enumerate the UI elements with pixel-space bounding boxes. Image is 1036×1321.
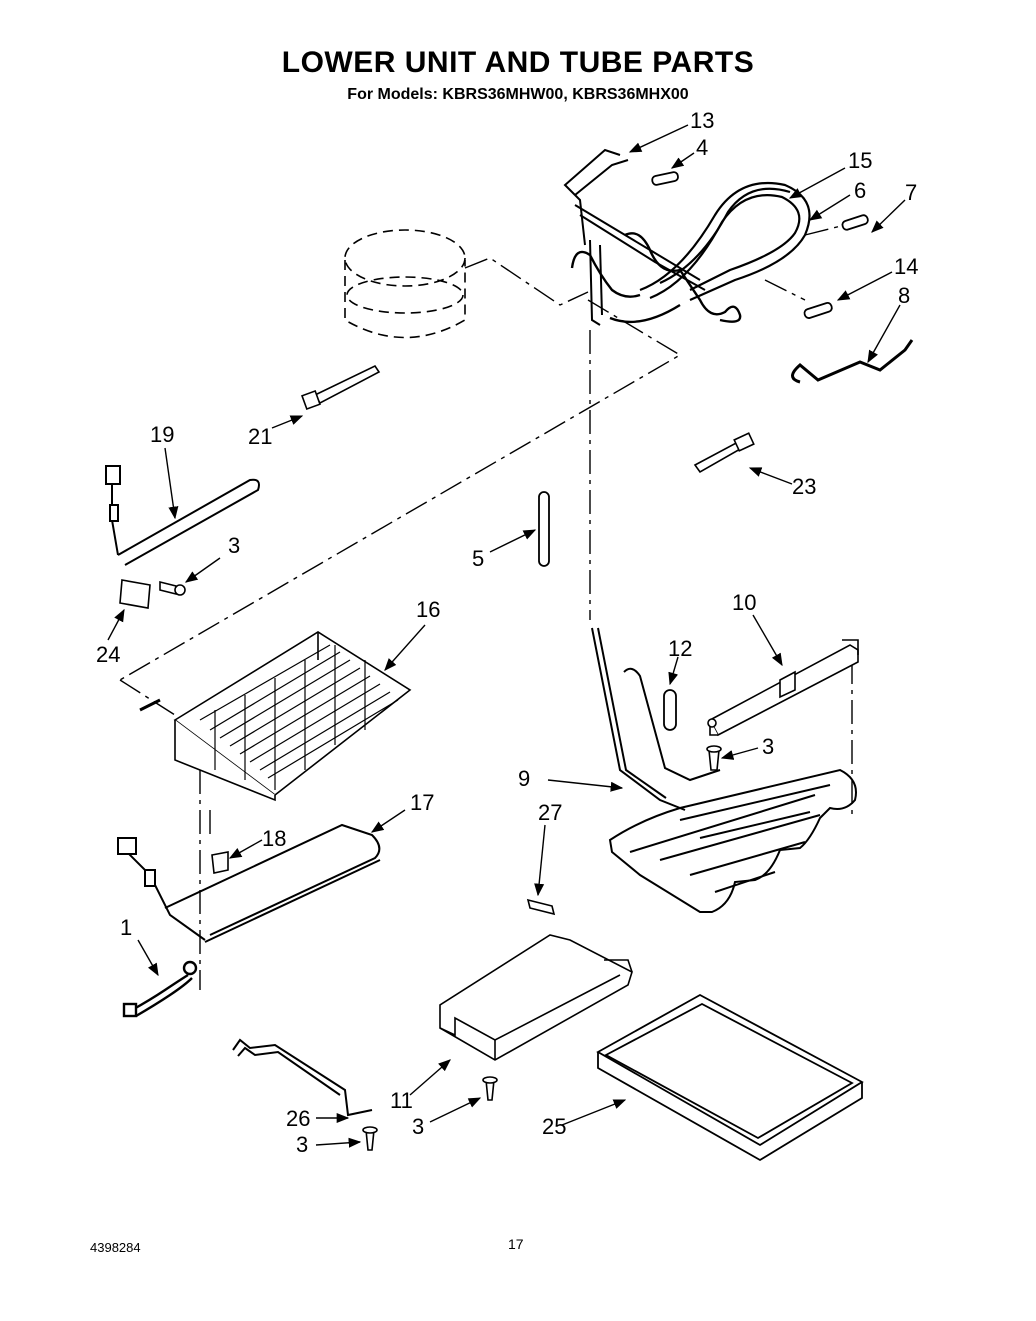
heater-17 <box>117 823 381 943</box>
callout-3c: 3 <box>412 1114 424 1139</box>
tube-piece-14 <box>803 302 833 319</box>
wire-1 <box>122 960 198 1018</box>
wire-8 <box>791 339 914 384</box>
screw-3a <box>159 580 186 596</box>
callout-12: 12 <box>668 636 692 661</box>
tube-assembly-13 <box>563 148 706 326</box>
tube-piece-7 <box>841 214 869 231</box>
screw-3c <box>482 1076 498 1101</box>
callout-18: 18 <box>262 826 286 851</box>
connection-lines <box>119 224 853 990</box>
callout-3a: 3 <box>228 533 240 558</box>
model-subtitle: For Models: KBRS36MHW00, KBRS36MHX00 <box>347 86 689 103</box>
callout-1: 1 <box>120 915 132 940</box>
bracket-10 <box>707 639 859 737</box>
tray-11 <box>439 934 633 1061</box>
wire-harness <box>570 232 742 324</box>
callout-19: 19 <box>150 422 174 447</box>
page-number: 17 <box>508 1236 524 1252</box>
callout-8: 8 <box>898 283 910 308</box>
callout-arrows <box>107 124 906 1148</box>
callout-25: 25 <box>542 1114 566 1139</box>
callout-5: 5 <box>472 546 484 571</box>
clip-18 <box>211 851 229 874</box>
drain-heater-9 <box>591 627 857 913</box>
callout-3b: 3 <box>762 734 774 759</box>
condenser-loop-15 <box>639 181 811 302</box>
callout-labels: 13 4 15 6 7 14 8 21 19 3 24 23 5 16 10 1… <box>96 108 918 1157</box>
callout-23: 23 <box>792 474 816 499</box>
callout-16: 16 <box>416 597 440 622</box>
callout-26: 26 <box>286 1106 310 1131</box>
bracket-24 <box>119 579 151 609</box>
cable-tie-23 <box>693 432 755 474</box>
heater-19 <box>105 465 260 566</box>
callout-4: 4 <box>696 135 708 160</box>
page-title: LOWER UNIT AND TUBE PARTS <box>281 46 755 79</box>
bracket-26 <box>232 1038 373 1117</box>
tube-piece-12 <box>663 689 677 731</box>
callout-6: 6 <box>854 178 866 203</box>
callout-27: 27 <box>538 800 562 825</box>
callout-9: 9 <box>518 766 530 791</box>
callout-24: 24 <box>96 642 120 667</box>
clip-27 <box>526 898 556 916</box>
evaporator-16 <box>139 631 412 802</box>
callout-11: 11 <box>390 1088 413 1113</box>
callout-14: 14 <box>894 254 918 279</box>
callout-17: 17 <box>410 790 434 815</box>
callout-15: 15 <box>848 148 872 173</box>
screw-3d <box>362 1126 378 1151</box>
tube-piece-4 <box>651 171 679 186</box>
callout-21: 21 <box>248 424 272 449</box>
callout-7: 7 <box>905 180 917 205</box>
drain-pan-25 <box>596 993 864 1162</box>
document-number: 4398284 <box>90 1240 141 1255</box>
compressor-outline <box>344 229 466 339</box>
cable-tie-21 <box>301 364 381 410</box>
callout-3d: 3 <box>296 1132 308 1157</box>
callout-10: 10 <box>732 590 756 615</box>
tube-piece-5 <box>538 491 550 567</box>
screw-3b <box>706 745 722 771</box>
callout-13: 13 <box>690 108 714 133</box>
